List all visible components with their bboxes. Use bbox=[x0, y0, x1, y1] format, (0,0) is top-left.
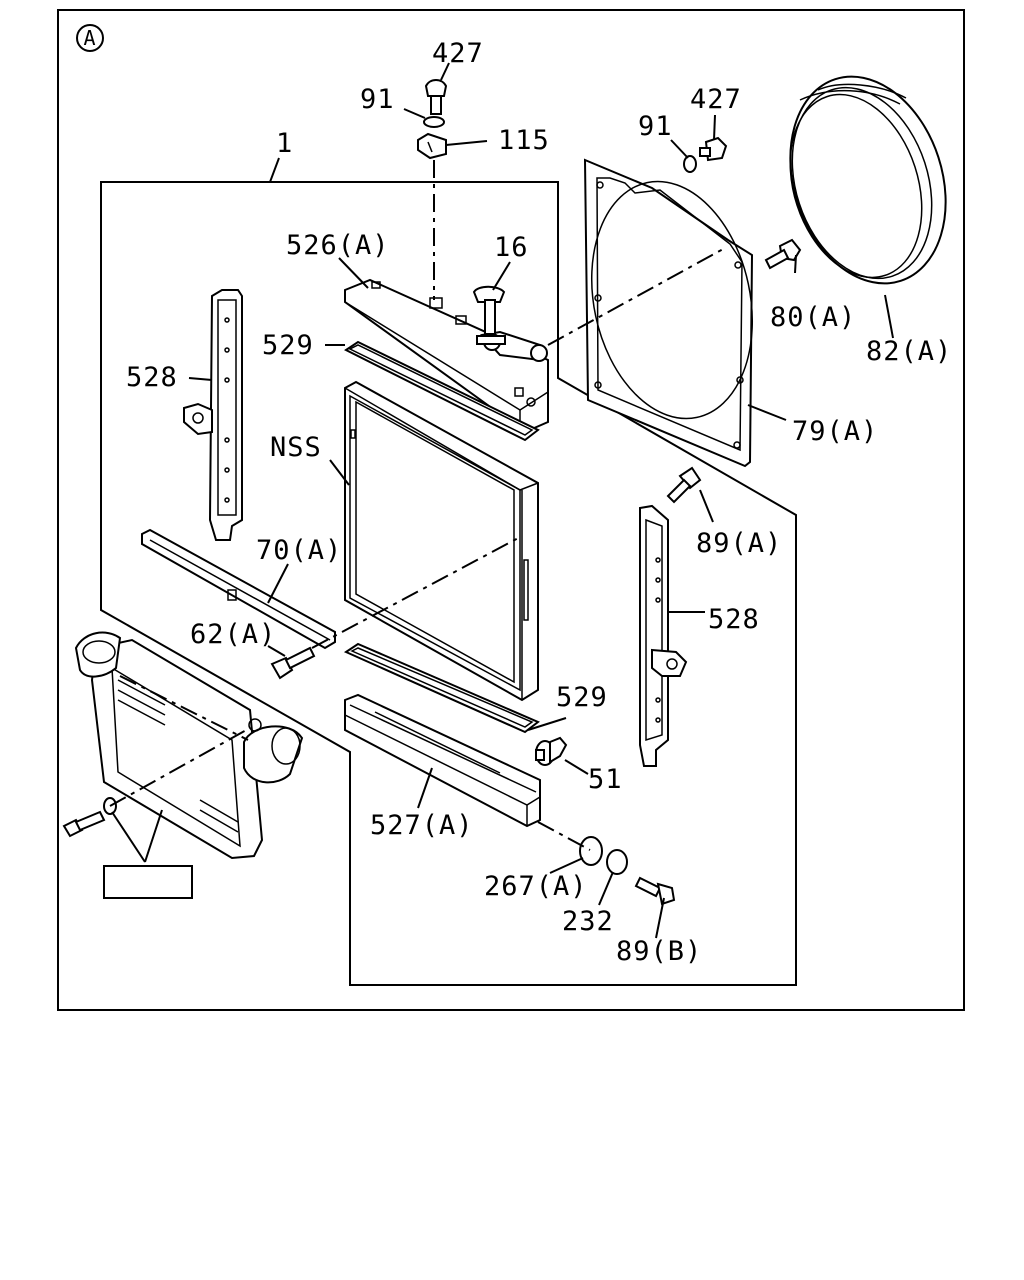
callout-527a: 527(A) bbox=[370, 810, 474, 841]
callout-528-right: 528 bbox=[708, 604, 760, 635]
callout-16: 16 bbox=[494, 232, 529, 263]
callout-89b: 89(B) bbox=[616, 936, 702, 967]
callout-232: 232 bbox=[562, 906, 614, 937]
section-marker: A bbox=[76, 24, 104, 52]
lower-tank bbox=[344, 693, 541, 828]
leader-lines bbox=[111, 62, 894, 939]
bolt-89b bbox=[634, 876, 676, 906]
bolt-89a bbox=[666, 466, 702, 504]
callout-529-bottom: 529 bbox=[556, 682, 608, 713]
lower-seal bbox=[343, 642, 540, 734]
side-bracket-left bbox=[183, 289, 243, 541]
upper-seal bbox=[344, 340, 540, 442]
side-bracket-right bbox=[639, 504, 688, 767]
fan-shroud bbox=[583, 158, 754, 468]
centerline-core bbox=[311, 535, 523, 649]
bolt-427-top bbox=[424, 79, 448, 115]
callout-1: 1 bbox=[276, 128, 293, 159]
cushion-267a bbox=[579, 836, 603, 866]
bracket-115 bbox=[417, 132, 447, 160]
callout-nss: NSS bbox=[270, 432, 322, 463]
washer-91-right bbox=[683, 155, 697, 173]
callout-529-top: 529 bbox=[262, 330, 314, 361]
callout-91-top: 91 bbox=[360, 84, 395, 115]
bolt-62a bbox=[270, 646, 316, 680]
reference-box bbox=[103, 865, 193, 899]
callout-427-right: 427 bbox=[690, 84, 742, 115]
diagram-frame bbox=[57, 9, 965, 1011]
callout-89a: 89(A) bbox=[696, 528, 782, 559]
washer-91-top bbox=[423, 116, 445, 128]
radiator-cap bbox=[472, 285, 506, 345]
lower-support-bar bbox=[141, 528, 336, 650]
callout-526a: 526(A) bbox=[286, 230, 390, 261]
centerline-intercooler-top bbox=[119, 675, 249, 741]
radiator-core bbox=[344, 380, 539, 702]
callout-115: 115 bbox=[498, 125, 550, 156]
callout-82a: 82(A) bbox=[866, 336, 952, 367]
bolt-427-right bbox=[699, 136, 728, 162]
callout-91-right: 91 bbox=[638, 111, 673, 142]
callout-79a: 79(A) bbox=[792, 416, 878, 447]
callout-267a: 267(A) bbox=[484, 871, 588, 902]
callout-427-top: 427 bbox=[432, 38, 484, 69]
callout-51: 51 bbox=[588, 764, 623, 795]
svg-text:A: A bbox=[83, 26, 96, 50]
callout-62a: 62(A) bbox=[190, 619, 276, 650]
callout-80a: 80(A) bbox=[770, 302, 856, 333]
centerline-lower-tank bbox=[537, 821, 591, 851]
intercooler bbox=[74, 631, 304, 860]
washer-232 bbox=[606, 849, 628, 875]
fan-ring bbox=[789, 75, 947, 285]
callout-70a: 70(A) bbox=[256, 535, 342, 566]
callout-528-left: 528 bbox=[126, 362, 178, 393]
drain-cock bbox=[535, 736, 568, 766]
assembly-boundary bbox=[100, 181, 797, 986]
intercooler-bolt bbox=[62, 797, 117, 838]
centerline-intercooler-bottom bbox=[109, 727, 251, 807]
